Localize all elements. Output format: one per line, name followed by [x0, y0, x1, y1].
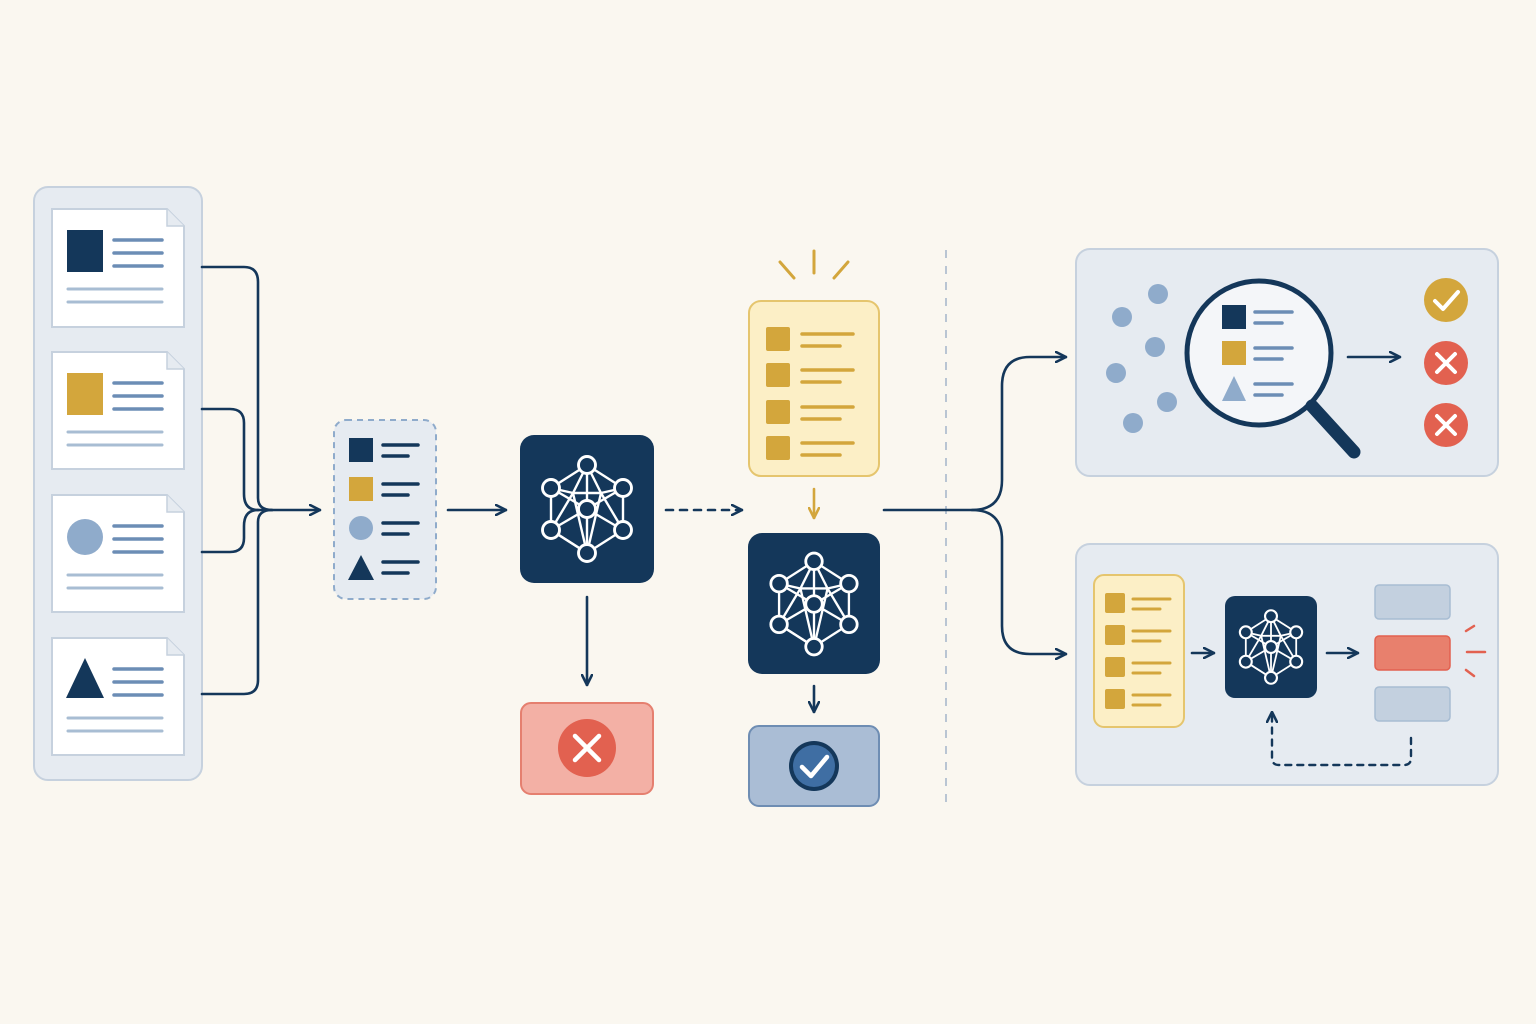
- square-icon: [1105, 689, 1125, 709]
- network-node: [804, 551, 824, 571]
- output-bar: [1374, 584, 1451, 620]
- network-node: [577, 455, 597, 475]
- network-node: [613, 520, 633, 540]
- curated-list-card: [748, 300, 880, 477]
- network-node: [804, 637, 824, 657]
- scatter-point: [1157, 392, 1177, 412]
- x-circle-icon: [1424, 403, 1468, 447]
- magnifying-glass-icon: [1184, 278, 1361, 459]
- network-node: [839, 573, 859, 594]
- curated-list-card: [1093, 574, 1185, 728]
- network-node: [613, 478, 633, 498]
- check-circle-icon: [1424, 278, 1468, 322]
- square-icon: [349, 438, 373, 462]
- network-node: [769, 573, 789, 594]
- triangle-icon: [348, 555, 374, 580]
- network-edge: [799, 588, 816, 647]
- circle-icon: [349, 516, 373, 540]
- scatter-point: [1123, 413, 1143, 433]
- neural-network-icon: [541, 455, 633, 563]
- input-documents-panel: [33, 186, 203, 781]
- triangle-icon: [66, 658, 104, 698]
- network-node: [1263, 609, 1279, 624]
- square-icon: [766, 327, 790, 351]
- x-circle-icon: [1424, 341, 1468, 385]
- check-circle-icon: [789, 741, 839, 791]
- neural-network-icon: [769, 551, 859, 657]
- accept-box: [748, 725, 880, 807]
- scatter-point: [1148, 284, 1168, 304]
- scatter-point: [1112, 307, 1132, 327]
- network-node: [769, 614, 789, 635]
- highlight-icon: [1464, 624, 1487, 678]
- feedback-model-block: [1225, 596, 1317, 698]
- evaluation-panel: [1075, 248, 1499, 477]
- square-icon: [1105, 593, 1125, 613]
- square-icon: [1105, 625, 1125, 645]
- network-node: [1263, 639, 1279, 655]
- reject-box: [520, 702, 654, 795]
- network-node: [541, 520, 561, 540]
- network-edge: [812, 588, 829, 647]
- input-document: [51, 494, 185, 613]
- first-model-block: [520, 435, 654, 583]
- square-icon: [766, 363, 790, 387]
- neural-network-icon: [1238, 609, 1304, 685]
- square-icon: [1105, 657, 1125, 677]
- merge-connectors: [200, 265, 322, 696]
- square-icon: [1222, 341, 1246, 365]
- square-icon: [766, 436, 790, 460]
- output-bar-highlighted: [1374, 635, 1451, 671]
- input-document: [51, 351, 185, 470]
- square-icon: [67, 230, 103, 272]
- network-node: [1238, 654, 1253, 669]
- network-edge: [571, 492, 589, 554]
- second-model-block: [748, 533, 880, 674]
- network-node: [1238, 625, 1253, 640]
- split-connectors: [882, 357, 1068, 654]
- scatter-point: [1106, 363, 1126, 383]
- network-edge: [1270, 635, 1282, 679]
- network-node: [541, 478, 561, 498]
- scatter-points: [1106, 284, 1177, 433]
- circle-icon: [67, 519, 103, 555]
- network-node: [804, 594, 824, 614]
- square-icon: [67, 373, 103, 415]
- scatter-point: [1145, 337, 1165, 357]
- input-document: [51, 637, 185, 756]
- feedback-panel: [1075, 543, 1499, 786]
- network-node: [577, 499, 597, 519]
- square-icon: [1222, 305, 1246, 329]
- network-node: [1289, 654, 1304, 669]
- triangle-icon: [1222, 376, 1246, 401]
- network-node: [577, 543, 597, 563]
- network-edge: [1260, 635, 1272, 679]
- x-circle-icon: [558, 719, 616, 777]
- network-edge: [585, 492, 603, 554]
- input-document: [51, 208, 185, 328]
- merged-list-card: [333, 419, 437, 600]
- output-bar: [1374, 686, 1451, 722]
- square-icon: [766, 400, 790, 424]
- sparkle-icon: [778, 249, 850, 280]
- network-node: [1289, 625, 1304, 640]
- network-node: [839, 614, 859, 635]
- square-icon: [349, 477, 373, 501]
- network-node: [1263, 670, 1279, 685]
